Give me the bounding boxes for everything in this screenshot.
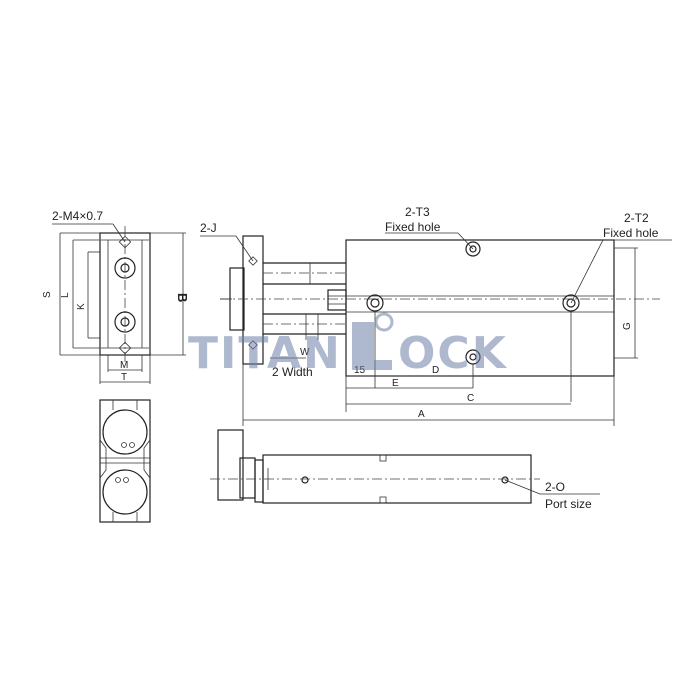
- dimensions-m-t: M T: [99, 355, 151, 384]
- dim-s-label: S: [42, 291, 53, 298]
- callout-t2: 2-T2 Fixed hole: [570, 211, 672, 304]
- lock-icon-ring: [374, 312, 394, 332]
- dim-t-label: T: [121, 372, 127, 383]
- dim-c-label: C: [467, 393, 474, 404]
- label-m4: 2-M4×0.7: [52, 209, 103, 223]
- callout-o: 2-O Port size: [504, 479, 600, 511]
- dim-15-label: 15: [354, 365, 366, 376]
- dim-w-label: W: [300, 347, 310, 358]
- dim-b-label: B: [175, 293, 190, 302]
- dimension-g: G: [614, 247, 638, 359]
- end-view-front: [99, 226, 151, 362]
- label-o: 2-O: [545, 480, 565, 494]
- dimension-b: B: [150, 232, 190, 356]
- end-view-rear: [99, 399, 151, 523]
- label-t2: 2-T2: [624, 211, 649, 225]
- label-t2-desc: Fixed hole: [603, 226, 659, 240]
- label-o-desc: Port size: [545, 497, 592, 511]
- dim-e-label: E: [392, 378, 399, 389]
- dim-m-label: M: [120, 360, 128, 371]
- bottom-side-view: [210, 429, 540, 504]
- dim-a-label: A: [418, 409, 425, 420]
- width-desc-label: 2 Width: [272, 365, 313, 379]
- dim-k-label: K: [76, 303, 87, 310]
- callout-m4: 2-M4×0.7: [52, 209, 126, 243]
- callout-t3: 2-T3 Fixed hole: [385, 205, 474, 250]
- label-t3: 2-T3: [405, 205, 430, 219]
- dim-l-label: L: [60, 292, 71, 298]
- main-front-view: [220, 235, 660, 377]
- dim-g-label: G: [622, 322, 633, 330]
- dimensions-s-l-k: S L K: [42, 232, 100, 356]
- lock-icon: [352, 322, 392, 370]
- watermark-logo: TITAN OCK: [188, 312, 508, 379]
- watermark-left-text: TITAN: [188, 328, 342, 379]
- watermark-right-text: OCK: [398, 328, 508, 379]
- label-j: 2-J: [200, 221, 217, 235]
- callout-j: 2-J: [200, 221, 254, 262]
- label-t3-desc: Fixed hole: [385, 220, 441, 234]
- dimension-w: W 2 Width: [270, 347, 313, 379]
- dim-d-label: D: [432, 365, 439, 376]
- dimensions-bottom: 15 D E C A: [242, 311, 615, 426]
